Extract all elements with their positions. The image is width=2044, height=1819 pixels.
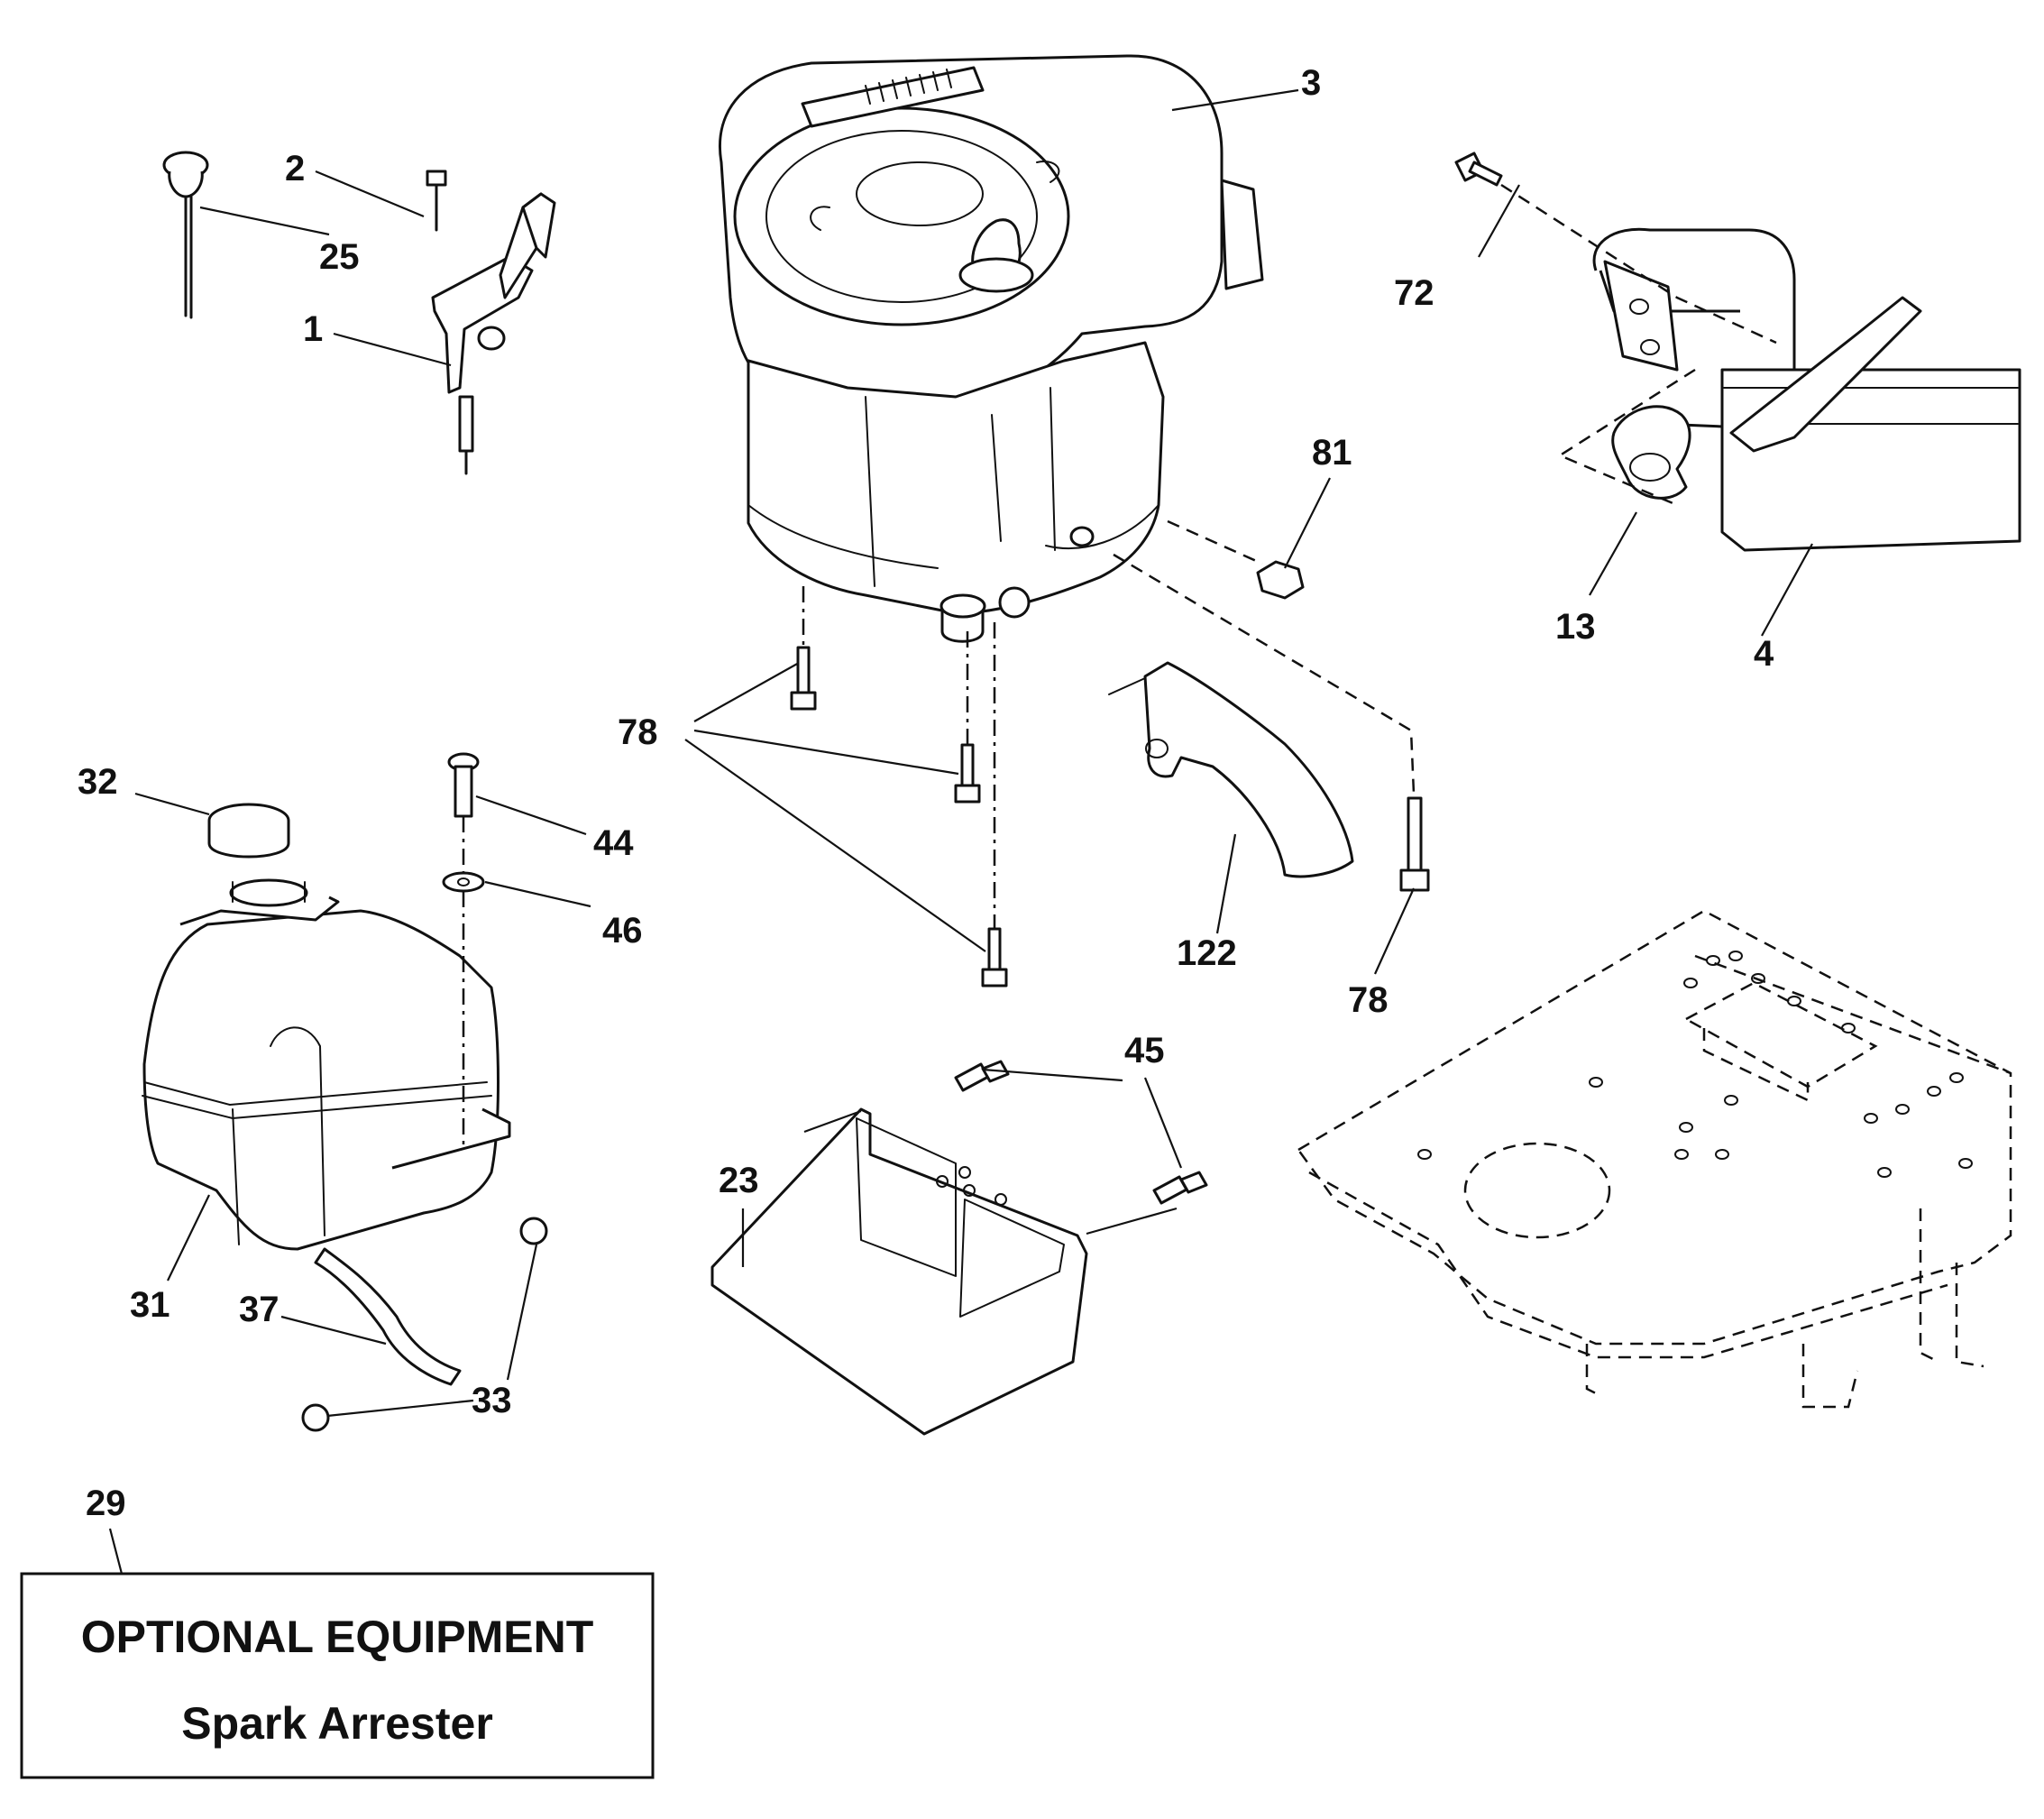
fuel-line [301,1217,548,1432]
callout-13: 13 [1555,607,1596,647]
callout-46: 46 [602,911,643,951]
callout-numbers: 3 2 25 1 72 81 13 4 78 32 44 46 122 78 4… [78,63,1774,1523]
callout-25: 25 [319,237,360,277]
optional-equipment-box: OPTIONAL EQUIPMENT Spark Arrester [20,1572,655,1779]
heat-shield [1108,661,1354,878]
callout-2: 2 [285,149,305,188]
leader-lines [108,88,1813,1575]
callout-81: 81 [1312,433,1352,473]
callout-1: 1 [303,309,323,349]
gasket [1611,405,1691,500]
engine [719,54,1264,643]
callout-32: 32 [78,762,118,802]
nut [1256,560,1305,600]
muffler [1592,227,2021,552]
callout-4: 4 [1754,634,1774,674]
plate-bolts [954,1060,1208,1205]
bottom-plate [710,1107,1088,1436]
callout-45: 45 [1124,1031,1165,1070]
callout-122: 122 [1177,933,1237,973]
callout-37: 37 [239,1290,280,1329]
engine-bolts [790,646,1430,988]
callout-72: 72 [1394,273,1434,313]
callout-78-right: 78 [1348,980,1389,1020]
callout-78-left: 78 [618,712,658,752]
exhaust-bolt [1454,152,1503,187]
callout-29: 29 [86,1484,126,1523]
fuel-cap [207,803,290,859]
spark-arrester-label: Spark Arrester [181,1698,493,1749]
choke-knob [162,151,209,319]
fuel-tank [142,878,511,1251]
assembly-lines [462,183,1777,1145]
optional-equipment-title: OPTIONAL EQUIPMENT [81,1612,594,1662]
callout-23: 23 [719,1161,759,1200]
throttle-control [426,170,556,475]
tractor-frame [1297,909,2012,1409]
callout-33: 33 [472,1381,512,1420]
callout-3: 3 [1301,63,1321,103]
callout-31: 31 [130,1285,170,1325]
callout-44: 44 [593,823,634,863]
